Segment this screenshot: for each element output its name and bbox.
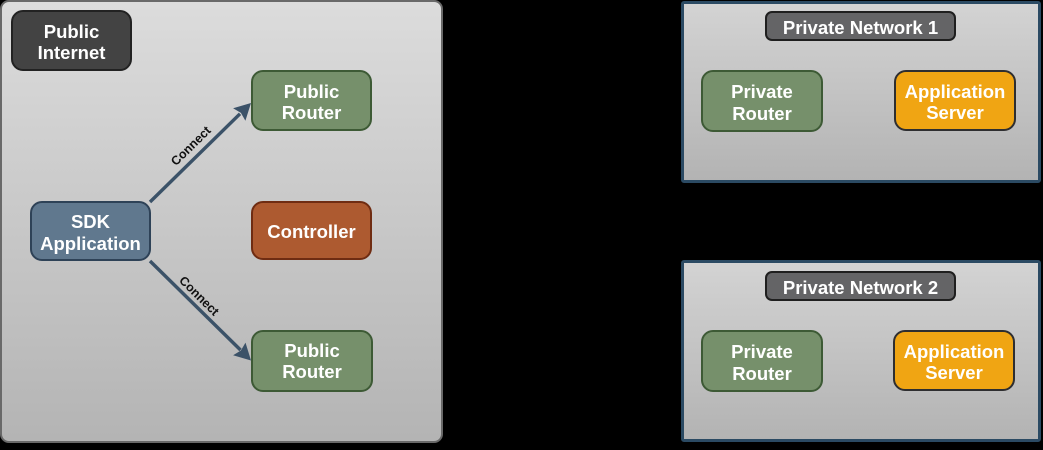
svg-text:Connect: Connect (176, 273, 222, 319)
